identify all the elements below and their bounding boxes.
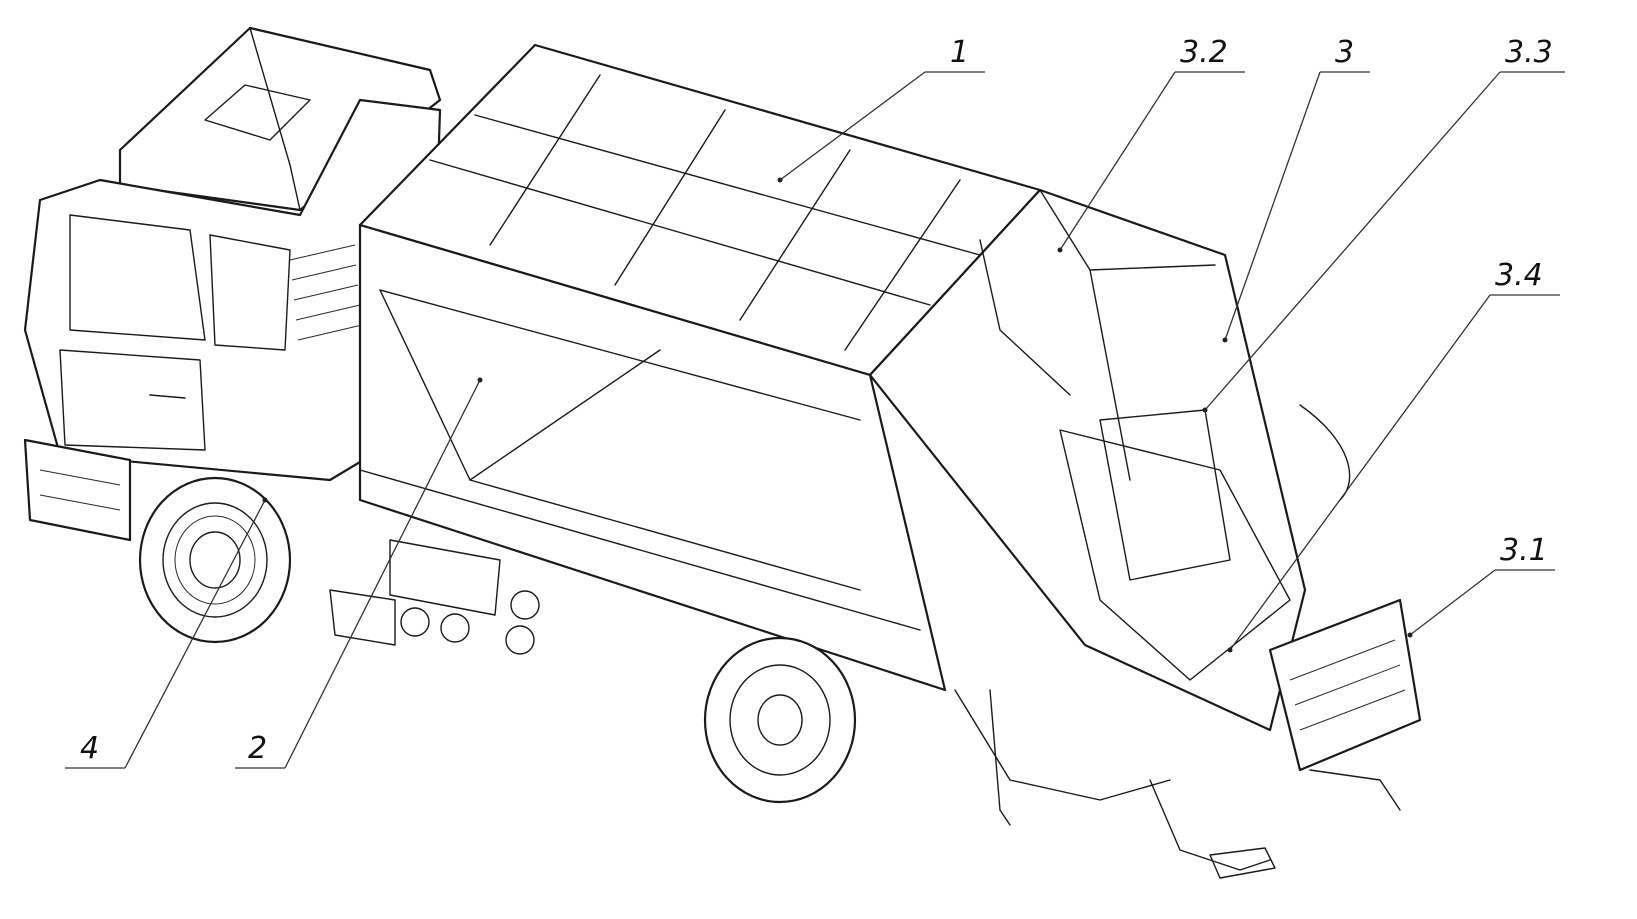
callout-labels: 1 3.2 3 3.3 3.4 3.1 4 2 <box>80 35 1553 766</box>
callout-label-3-3: 3.3 <box>1505 35 1553 70</box>
callout-label-3-1: 3.1 <box>1500 533 1548 568</box>
leader-lines <box>65 71 1565 769</box>
cab <box>23 26 442 644</box>
tailgate <box>868 188 1422 879</box>
callout-label-3-4: 3.4 <box>1495 258 1543 293</box>
refuse-body <box>329 43 1042 804</box>
callout-label-3-2: 3.2 <box>1180 35 1228 70</box>
callout-label-3: 3 <box>1335 35 1354 70</box>
callout-label-4: 4 <box>80 731 99 766</box>
callout-label-1: 1 <box>950 35 969 70</box>
callout-label-2: 2 <box>248 731 267 766</box>
